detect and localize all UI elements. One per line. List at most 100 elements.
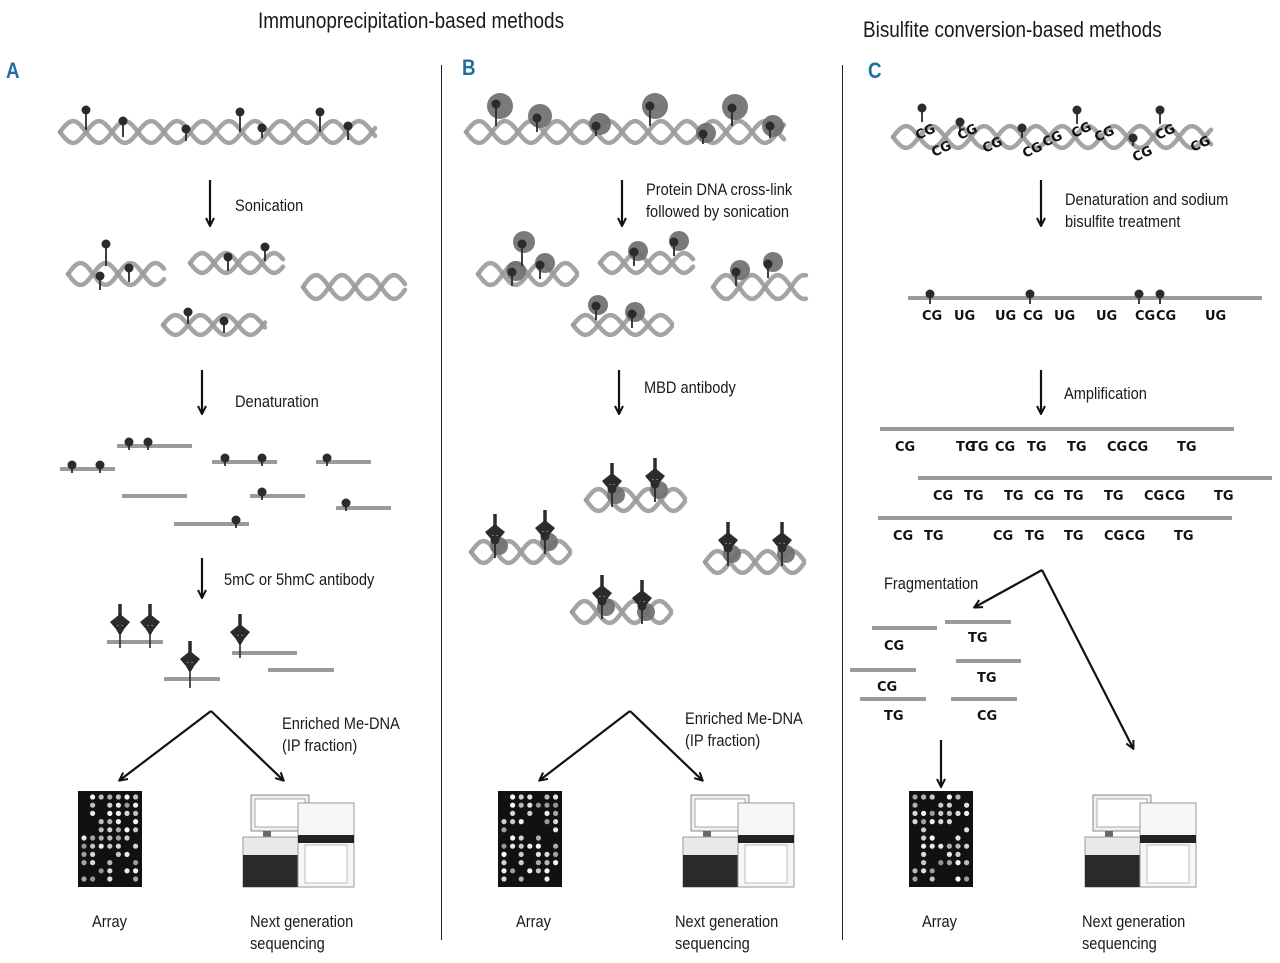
methyl-pin-head [535,260,545,270]
array-spot [115,819,121,825]
methyl-pin-head [315,107,325,117]
sequencer-base [683,855,738,887]
fragment-dinucleotide: CG [977,709,997,724]
array-spot [115,851,121,858]
array-spot [964,810,970,817]
array-spot [912,802,918,808]
array-spot [964,876,970,882]
sequencer-monitor-stand [1105,831,1113,839]
amplicon-dinucleotide: CG [1165,489,1185,504]
array-spot [535,860,542,866]
array-spot [929,794,935,800]
methyl-pin-head [124,437,134,447]
dna-helices [57,118,1214,626]
dna-strand [583,486,688,514]
array-spot [107,860,113,866]
a-output-array: Array [92,912,127,931]
array-spot [133,819,139,825]
array-spot [964,802,970,808]
array-spot [518,794,524,800]
bisulfite-dinucleotide: UG [1205,309,1226,324]
panel-a-label: A [6,58,20,83]
array-spot [90,794,96,800]
array-spot [81,851,87,858]
c-output-ngs-line1: Next generation [1082,912,1186,931]
methyl-pin-head [532,113,542,123]
array-spot [107,843,113,849]
array-spot [938,810,944,817]
b-enriched-line1: Enriched Me-DNA [685,709,803,728]
array-spot [133,868,139,874]
methyl-pin-head [183,307,193,317]
methyl-pin-head [1155,289,1165,299]
methyl-pin-head [343,121,353,131]
amplicon-dinucleotide: TG [1064,489,1084,504]
array-spot [955,860,961,866]
array-spot [964,827,970,833]
amplicon-dinucleotide: CG [1107,440,1127,455]
c-microarray [909,791,973,887]
array-spot [124,810,130,817]
c-output-array: Array [922,912,957,931]
amplicon-dinucleotide: TG [1064,529,1084,544]
methyl-pin-head [731,267,741,277]
array-spot [81,876,87,882]
antibody-arms [772,532,792,546]
a-fragment-1 [65,260,167,288]
fragment-dinucleotide: TG [968,631,988,646]
array-spot [535,802,542,808]
methyl-pin-head [95,460,105,470]
array-spot [955,876,961,882]
amplicon-dinucleotide: CG [895,440,915,455]
sequencer-stripe [738,835,794,843]
array-spot [946,819,953,825]
dna-strand [65,260,167,288]
bisulfite-dinucleotide: UG [995,309,1016,324]
array-spot [527,794,533,800]
methyl-pin-head [81,105,91,115]
sequencer-monitor-stand [703,831,711,839]
dna-strand [187,250,286,276]
methyl-pin-head [645,101,655,111]
methyl-pin-head [1134,289,1144,299]
array-spot [527,868,533,874]
array-spot [81,843,87,849]
array-spot [124,851,130,858]
antibody-tip [776,544,788,554]
immuno-methods-header: Immunoprecipitation-based methods [258,8,565,33]
fragment-dinucleotide: CG [884,639,904,654]
array-spot [946,794,953,800]
array-spot [90,851,96,858]
a-enriched-line2: (IP fraction) [282,736,358,755]
methyl-pin-head [1128,133,1138,143]
array-spot [535,851,542,858]
array-spot [98,819,104,825]
b-step-crosslink-line2: followed by sonication [646,202,790,221]
array-spot [527,843,533,849]
b-fragment-3 [710,272,809,302]
a-sequencer [242,794,355,888]
c-step-bisulfite-line2: bisulfite treatment [1065,212,1181,231]
array-spot [938,843,944,849]
amplicon-dinucleotide: CG [933,489,953,504]
methyl-pin-head [257,453,267,463]
array-spot [501,860,507,866]
array-spot [133,876,139,882]
array-spot [115,827,121,833]
methyl-pin-head [917,103,927,113]
sequencer-door [744,844,788,884]
amplicon-dinucleotide: CG [993,529,1013,544]
antibody-arms [718,532,738,546]
array-spot [501,827,507,833]
methyl-pin-head [235,107,245,117]
array-spot [938,802,944,808]
array-spot [929,819,935,825]
c-output-ngs-line2: sequencing [1082,934,1157,953]
array-spot [544,794,550,800]
array-spot [133,843,139,849]
array-spot [921,810,927,817]
array-spot [107,802,113,808]
array-spot [518,851,524,858]
array-spot [544,810,550,817]
array-spot [518,802,524,808]
